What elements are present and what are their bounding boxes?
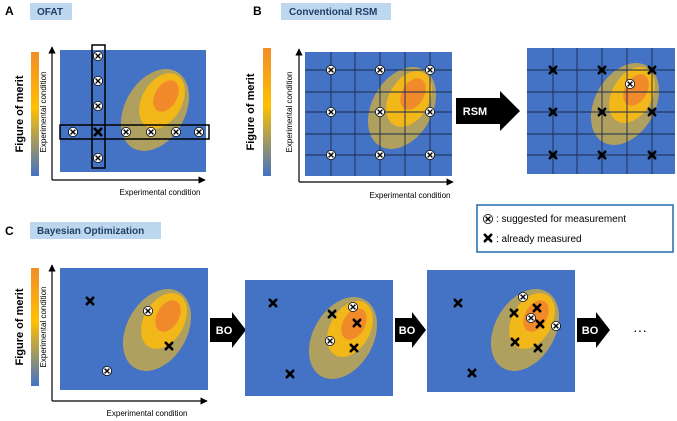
legend-suggested-icon [482, 213, 494, 225]
colorbar-b [263, 48, 271, 176]
suggested-marker [325, 106, 337, 118]
panel-a-title-box [30, 3, 72, 20]
suggested-marker [92, 152, 104, 164]
panel-b-letter: B [253, 4, 262, 18]
suggested-marker [525, 312, 537, 324]
panel-c-letter: C [5, 224, 14, 238]
panel-b-title-box [281, 3, 391, 20]
suggested-marker [517, 291, 529, 303]
suggested-marker [550, 320, 562, 332]
legend-suggested-label: : suggested for measurement [496, 214, 626, 225]
x-axis-b-label: Experimental condition [370, 191, 451, 200]
bo-arrow-label: BO [216, 325, 233, 337]
colorbar-b-label: Figure of merit [245, 73, 257, 150]
x-axis-a-label: Experimental condition [120, 188, 201, 197]
suggested-marker [374, 106, 386, 118]
legend-box [476, 204, 674, 253]
colorbar-a [31, 52, 39, 176]
bo-arrow [395, 312, 426, 348]
suggested-marker [170, 126, 182, 138]
panel-c: C Bayesian Optimization Figure of merit … [5, 222, 647, 418]
suggested-marker [374, 64, 386, 76]
panel-a: A OFAT Figure of merit Experimental cond… [5, 3, 210, 197]
suggested-marker [324, 335, 336, 347]
suggested-marker [424, 106, 436, 118]
rsm-arrow-label: RSM [463, 106, 487, 118]
suggested-marker [424, 149, 436, 161]
continuation-ellipsis: ··· [633, 322, 647, 338]
panel-a-letter: A [5, 4, 14, 18]
ofat-horizontal-box [59, 124, 210, 140]
suggested-marker [92, 100, 104, 112]
panel-b: B Conventional RSM Figure of merit Exper… [245, 3, 675, 200]
colorbar-c-label: Figure of merit [14, 288, 26, 365]
suggested-marker [347, 301, 359, 313]
y-axis-b-label: Experimental condition [285, 72, 294, 153]
panel-c-title: Bayesian Optimization [37, 226, 144, 237]
suggested-marker [145, 126, 157, 138]
bo-arrow [577, 312, 610, 348]
suggested-marker [101, 365, 113, 377]
panel-c-title-box [30, 222, 161, 239]
legend-measured-label: : already measured [496, 234, 582, 245]
suggested-marker [120, 126, 132, 138]
bo-arrow-label: BO [582, 325, 599, 337]
suggested-marker [325, 64, 337, 76]
y-axis-c-label: Experimental condition [39, 287, 48, 368]
rsm-arrow [456, 91, 520, 131]
panel-a-title: OFAT [37, 7, 63, 18]
colorbar-a-label: Figure of merit [14, 75, 26, 152]
suggested-marker [67, 126, 79, 138]
ofat-vertical-box [91, 44, 106, 169]
suggested-marker [374, 149, 386, 161]
colorbar-c [31, 268, 39, 386]
suggested-marker [325, 149, 337, 161]
bo-arrow [210, 312, 246, 348]
suggested-marker [92, 75, 104, 87]
x-axis-c-label: Experimental condition [107, 409, 188, 418]
suggested-marker [624, 78, 636, 90]
suggested-marker [92, 50, 104, 62]
suggested-marker [142, 305, 154, 317]
suggested-marker [424, 64, 436, 76]
legend: : suggested for measurement : already me… [476, 204, 674, 253]
y-axis-a-label: Experimental condition [39, 72, 48, 153]
bo-arrow-label: BO [399, 325, 416, 337]
panel-b-title: Conventional RSM [289, 7, 377, 18]
suggested-marker [193, 126, 205, 138]
